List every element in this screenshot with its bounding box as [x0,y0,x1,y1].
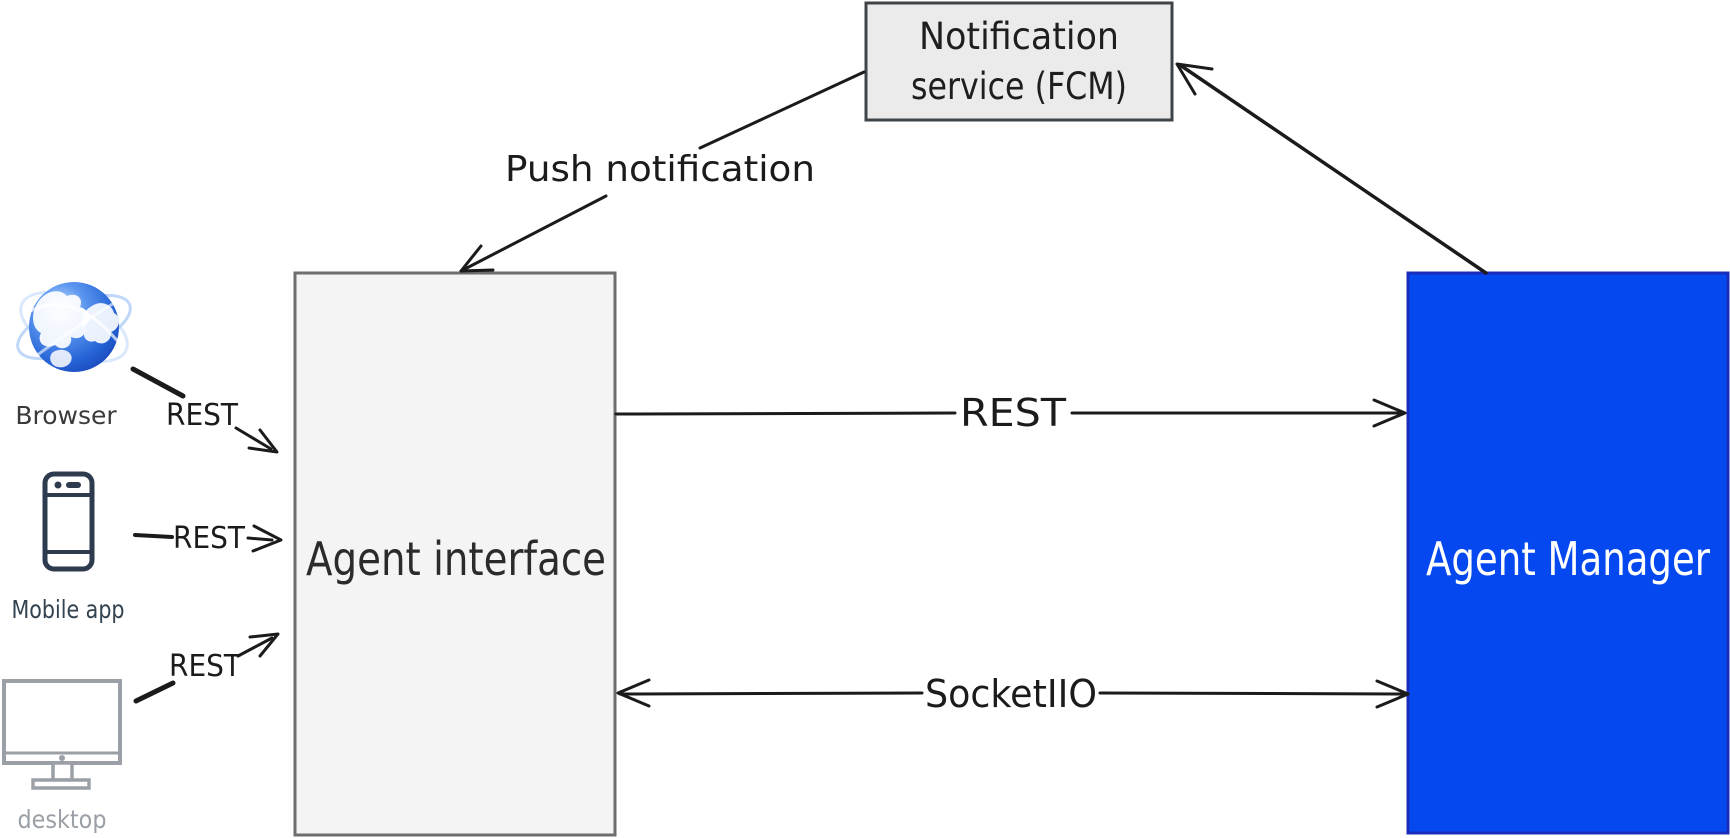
notification-service-node: Notification service (FCM) [864,1,1174,122]
monitor-icon [2,679,122,790]
edge-label-browser-rest: REST [166,398,239,433]
edge-desktop-rest [133,632,280,704]
notification-service-label-line2: service (FCM) [911,65,1127,108]
arrowhead [1372,398,1407,428]
edge-label-socketio: SocketIIO [925,672,1097,716]
notification-service-box [864,1,1174,122]
edge-label-rest: REST [960,391,1067,435]
agent-interface-box [293,271,617,837]
edge-fcm-push [459,70,866,273]
browser-label: Browser [15,401,117,430]
arrowhead [1175,62,1214,96]
edge-interface-manager-rest [614,398,1407,428]
arrowhead [251,524,283,553]
notification-service-label-line1: Notification [919,15,1119,58]
arrowhead [247,428,279,454]
agent-manager-node: Agent Manager [1406,271,1730,835]
arrowhead-right [1375,679,1410,709]
edge-interface-manager-socket [616,678,1410,709]
desktop-label: desktop [18,805,107,834]
globe-icon [16,282,132,372]
edge-mobile-rest [133,524,283,553]
smartphone-icon [42,471,95,572]
arrowhead [459,244,495,273]
agent-interface-label: Agent interface [306,532,606,586]
arrowhead [248,632,280,658]
edge-manager-fcm [1175,62,1488,275]
agent-manager-label: Agent Manager [1426,532,1710,586]
globe-continents [29,291,119,368]
edge-label-push-notification: Push notification [505,149,815,190]
agent-interface-node: Agent interface [293,271,617,837]
agent-manager-box [1406,271,1730,835]
arrowhead-left [616,678,651,708]
edge-browser-rest [130,366,279,454]
edge-label-mobile-rest: REST [173,521,246,556]
mobile-app-label: Mobile app [12,595,125,624]
edge-label-desktop-rest: REST [169,649,242,684]
